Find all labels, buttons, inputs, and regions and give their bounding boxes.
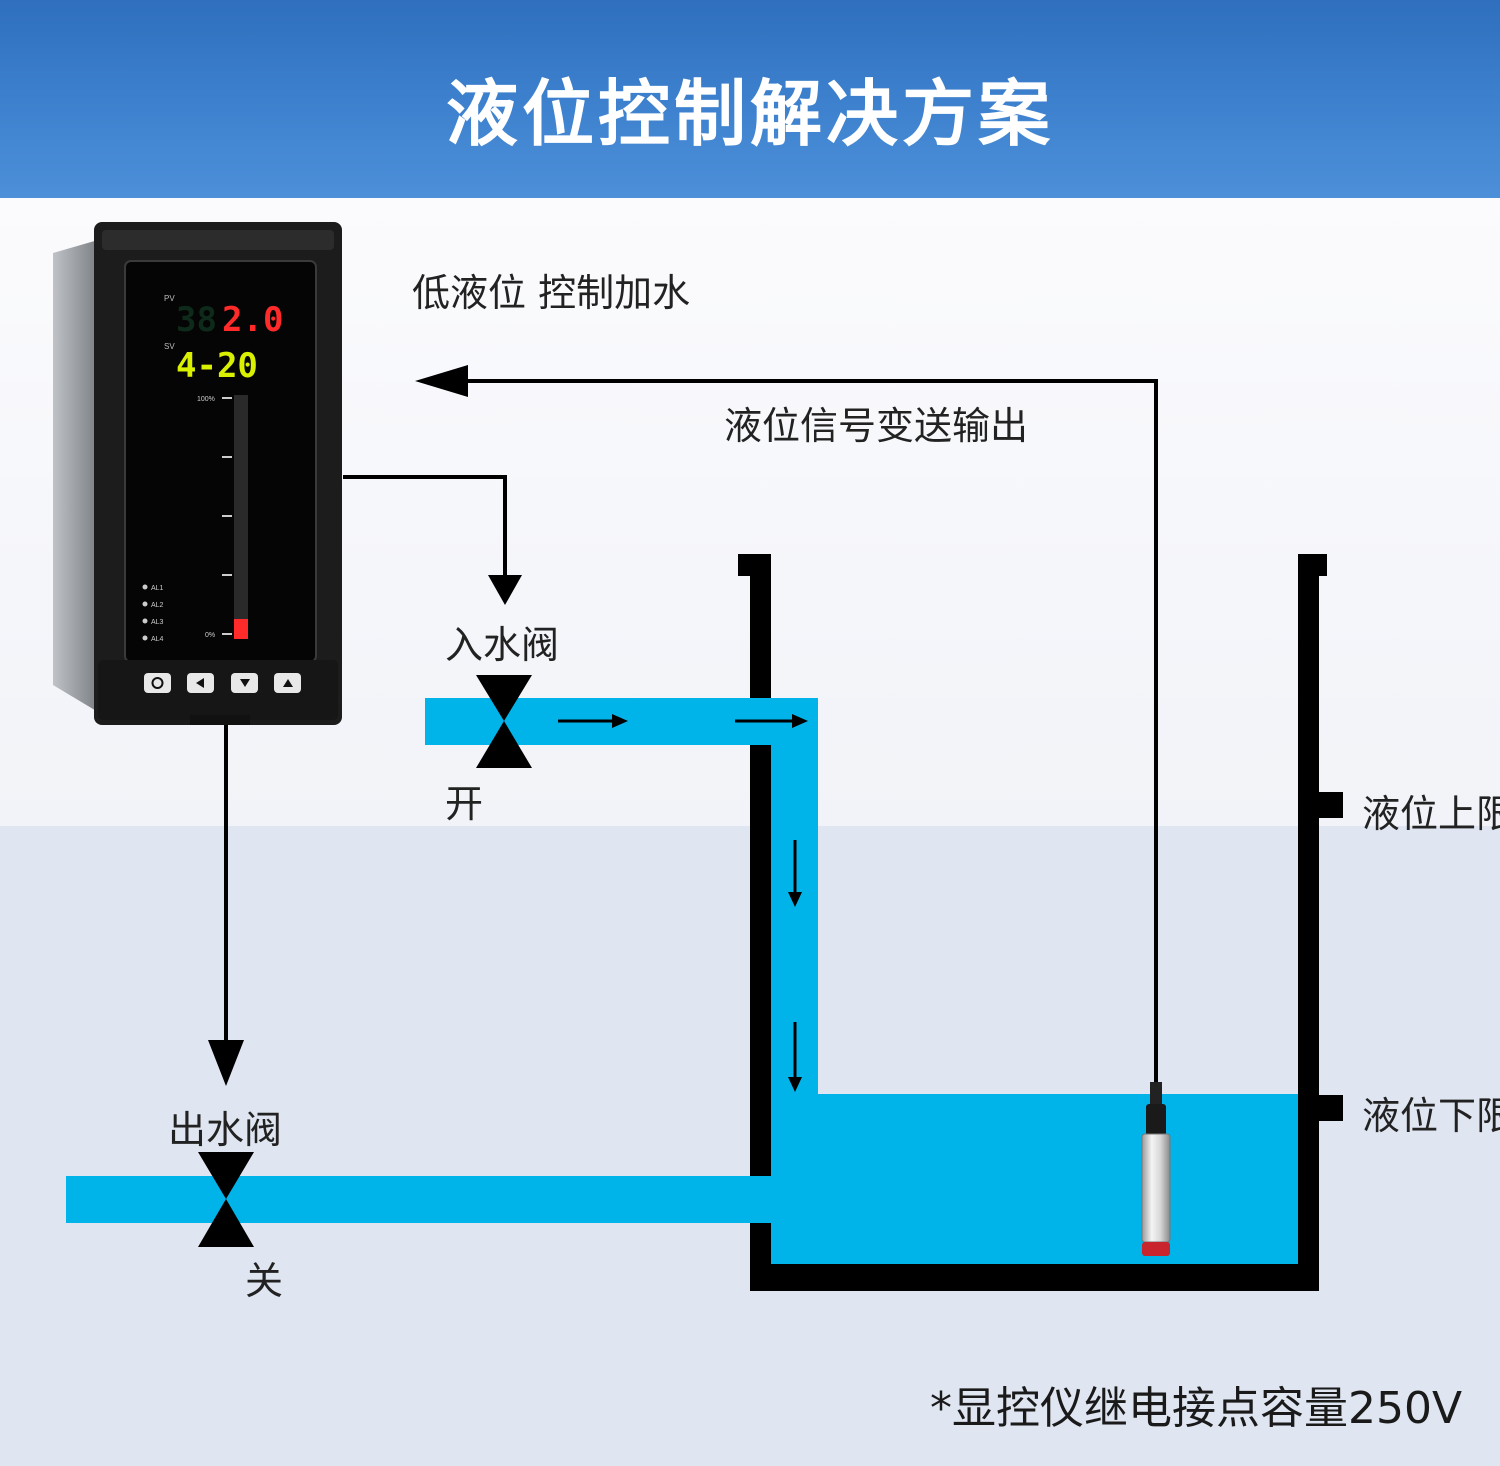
signal-arrowheads: [208, 365, 522, 1086]
flow-arrows: [558, 719, 800, 1085]
panel-meter: PV SV 38 2.0 4-20 100% 0% AL1 AL2 AL3 AL…: [53, 222, 342, 725]
tank-right-cap: [1298, 554, 1327, 576]
tank: [738, 554, 1343, 1291]
meter-sv-label: SV: [164, 342, 175, 351]
meter-pv-label: PV: [164, 294, 175, 303]
meter-cycle-button[interactable]: [144, 673, 171, 693]
meter-sv-value: 4-20: [176, 346, 258, 386]
inlet-valve-icon: [476, 675, 532, 768]
upper-limit-label: 液位上限: [1362, 792, 1500, 836]
level-probe: [1141, 1082, 1171, 1256]
meter-alarm-2: AL2: [151, 602, 164, 609]
inlet-control-line: [343, 475, 507, 575]
cycle-icon: [151, 677, 164, 689]
page-title: 液位控制解决方案: [445, 72, 1054, 156]
arrowhead-to-inlet-valve: [488, 575, 522, 605]
lower-limit-label: 液位下限: [1362, 1094, 1500, 1138]
tank-right-wall: [1298, 556, 1319, 1291]
meter-scale-bottom: 0%: [205, 632, 215, 639]
tank-left-wall: [750, 556, 771, 698]
meter-bargraph-fill: [234, 619, 248, 639]
tank-bottom: [750, 1264, 1319, 1291]
meter-pv-dim-digits: 38: [176, 300, 217, 340]
down-arrow-icon: [240, 679, 250, 687]
outlet-valve-label: 出水阀: [168, 1108, 283, 1152]
alarm-leds: [142, 584, 148, 641]
meter-alarm-4: AL4: [151, 636, 164, 643]
relay-capacity-note: *显控仪继电接点容量250V: [930, 1383, 1463, 1434]
outlet-pipe-water: [66, 1176, 771, 1223]
lower-limit-marker: [1319, 1095, 1343, 1121]
upper-limit-marker: [1319, 792, 1343, 818]
inlet-valve-label: 入水阀: [445, 623, 560, 667]
meter-alarm-3: AL3: [151, 619, 164, 626]
signal-lines: [224, 379, 1158, 1085]
tank-left-cap: [738, 554, 771, 576]
outlet-valve-state: 关: [245, 1259, 284, 1303]
transmitter-signal-line: [468, 379, 1158, 1085]
header-banner: 液位控制解决方案: [0, 0, 1500, 198]
meter-scale-top: 100%: [197, 396, 215, 403]
outlet-valve-icon: [198, 1152, 254, 1247]
arrowhead-to-outlet-valve: [208, 1040, 244, 1086]
meter-alarm-1: AL1: [151, 585, 164, 592]
meter-bargraph-track: [234, 395, 248, 639]
tank-left-wall-mid: [750, 745, 771, 1176]
left-arrow-icon: [196, 678, 204, 688]
meter-pv-value: 2.0: [222, 300, 283, 340]
inlet-valve-state: 开: [445, 782, 484, 826]
tank-water: [771, 1094, 1298, 1264]
up-arrow-icon: [283, 679, 293, 687]
flow-arrowheads: [612, 714, 808, 1092]
arrowhead-to-meter: [415, 365, 468, 397]
signal-output-label: 液位信号变送输出: [724, 404, 1029, 448]
control-mode-label: 低液位 控制加水: [412, 271, 691, 315]
water: [66, 698, 1298, 1264]
